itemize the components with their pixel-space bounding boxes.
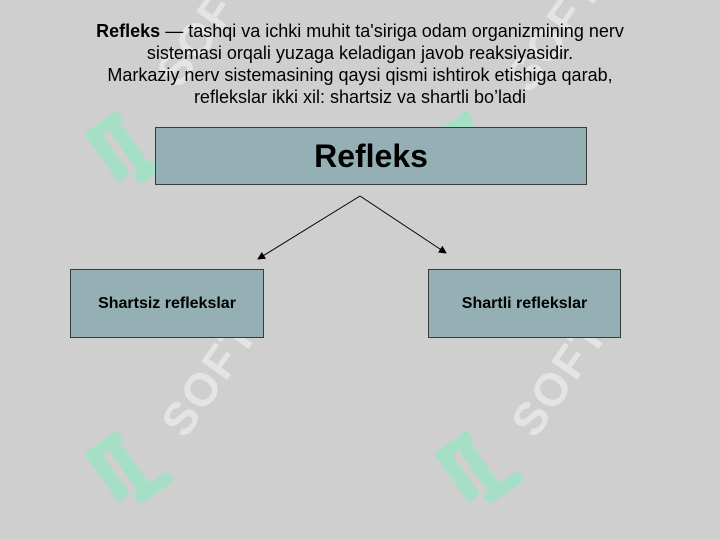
right-node: Shartli reflekslar bbox=[428, 269, 621, 338]
intro-line-1: Refleks — tashqi va ichki muhit ta'sirig… bbox=[20, 20, 700, 42]
intro-line-4: reflekslar ikki xil: shartsiz va shartli… bbox=[193, 87, 527, 107]
root-node-label: Refleks bbox=[314, 137, 428, 174]
left-node: Shartsiz reflekslar bbox=[70, 269, 264, 338]
intro-line-3: Markaziy nerv sistemasining qaysi qismi … bbox=[107, 65, 613, 85]
intro-term: Refleks bbox=[96, 21, 161, 41]
right-node-label: Shartli reflekslar bbox=[461, 294, 588, 312]
watermark-logo-icon bbox=[435, 431, 523, 504]
root-node: Refleks bbox=[155, 127, 587, 185]
intro-line-2: sistemasi orqali yuzaga keladigan javob … bbox=[146, 43, 574, 63]
arrow-to-left bbox=[257, 195, 361, 260]
watermark-logo-icon bbox=[85, 431, 173, 504]
intro-text: Refleks — tashqi va ichki muhit ta'sirig… bbox=[20, 20, 700, 108]
watermark-logo-icon bbox=[85, 111, 173, 184]
left-node-label: Shartsiz reflekslar bbox=[98, 294, 236, 312]
arrow-to-right bbox=[359, 195, 447, 254]
intro-line-1-rest: — tashqi va ichki muhit ta'siriga odam o… bbox=[160, 21, 624, 41]
